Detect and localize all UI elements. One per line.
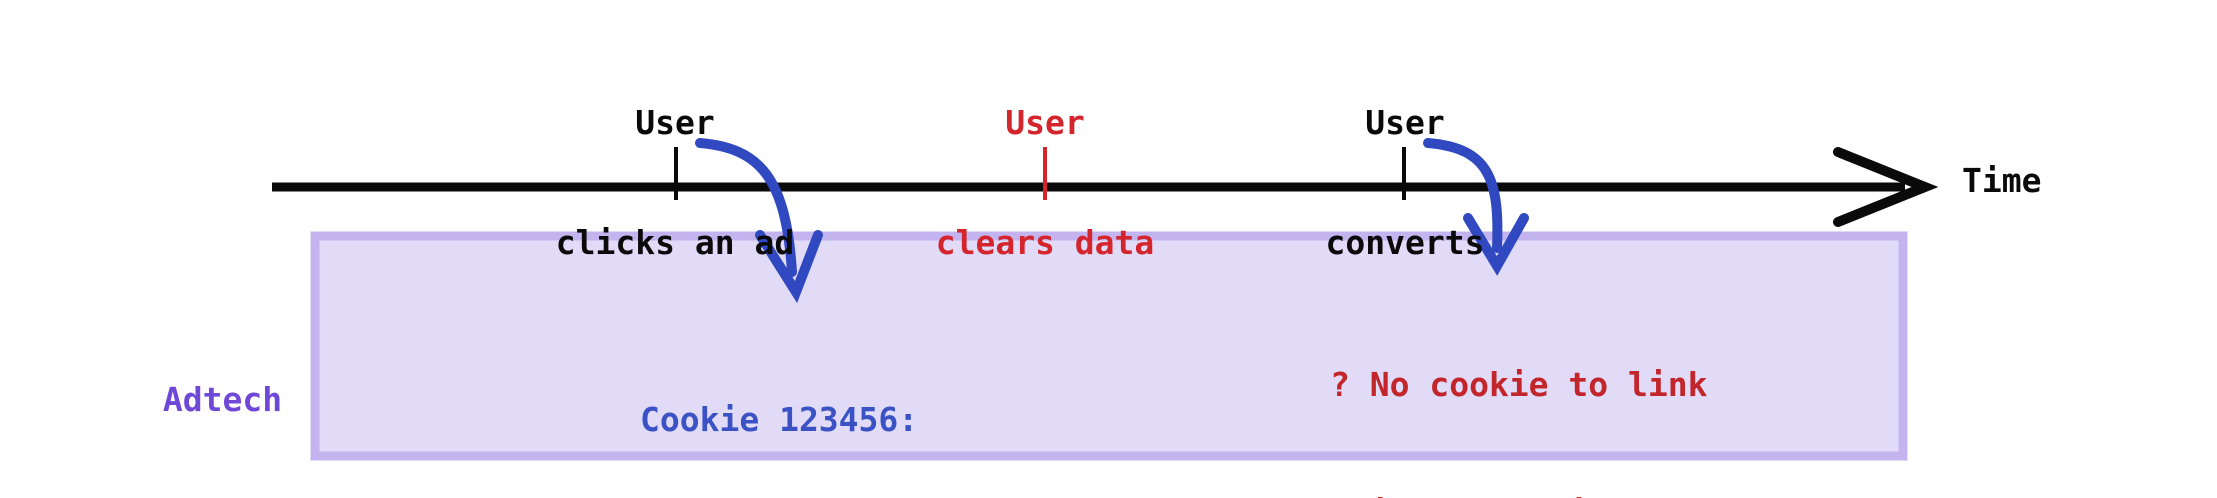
- event-label-user-clears-data: User clears data: [880, 22, 1210, 344]
- note-no-cookie-line1: ? No cookie to link: [1330, 364, 1708, 404]
- curved-arrow-down-icon-convert: [1423, 138, 1529, 276]
- timeline-axis-label: Time: [1962, 161, 2042, 200]
- note-cookie-logged: Cookie 123456: Ad clicked: [640, 313, 918, 498]
- note-no-cookie-line2: this conversion to: [1330, 492, 1708, 498]
- event-label-line2: clicks an ad: [555, 223, 795, 263]
- event-label-line2: converts: [1325, 223, 1485, 263]
- event-label-line1: User: [1365, 102, 1445, 142]
- event-label-user-clicks-an-ad: User clicks an ad: [510, 22, 840, 344]
- adtech-server-label-line1: Adtech: [162, 380, 283, 420]
- note-cookie-logged-line1: Cookie 123456:: [640, 399, 919, 439]
- event-label-line1: User: [635, 102, 715, 142]
- event-label-line1: User: [1005, 102, 1085, 142]
- arrow-right-icon: [1833, 147, 1939, 227]
- event-label-line2: clears data: [935, 223, 1155, 263]
- adtech-server-lane-box: [310, 231, 1908, 461]
- curved-arrow-down-icon-click: [695, 138, 823, 304]
- event-label-user-converts: User converts: [1240, 22, 1570, 344]
- note-no-cookie: ? No cookie to link this conversion to ⇒…: [1330, 278, 1708, 498]
- adtech-server-lane-label: Adtech server: [135, 295, 310, 498]
